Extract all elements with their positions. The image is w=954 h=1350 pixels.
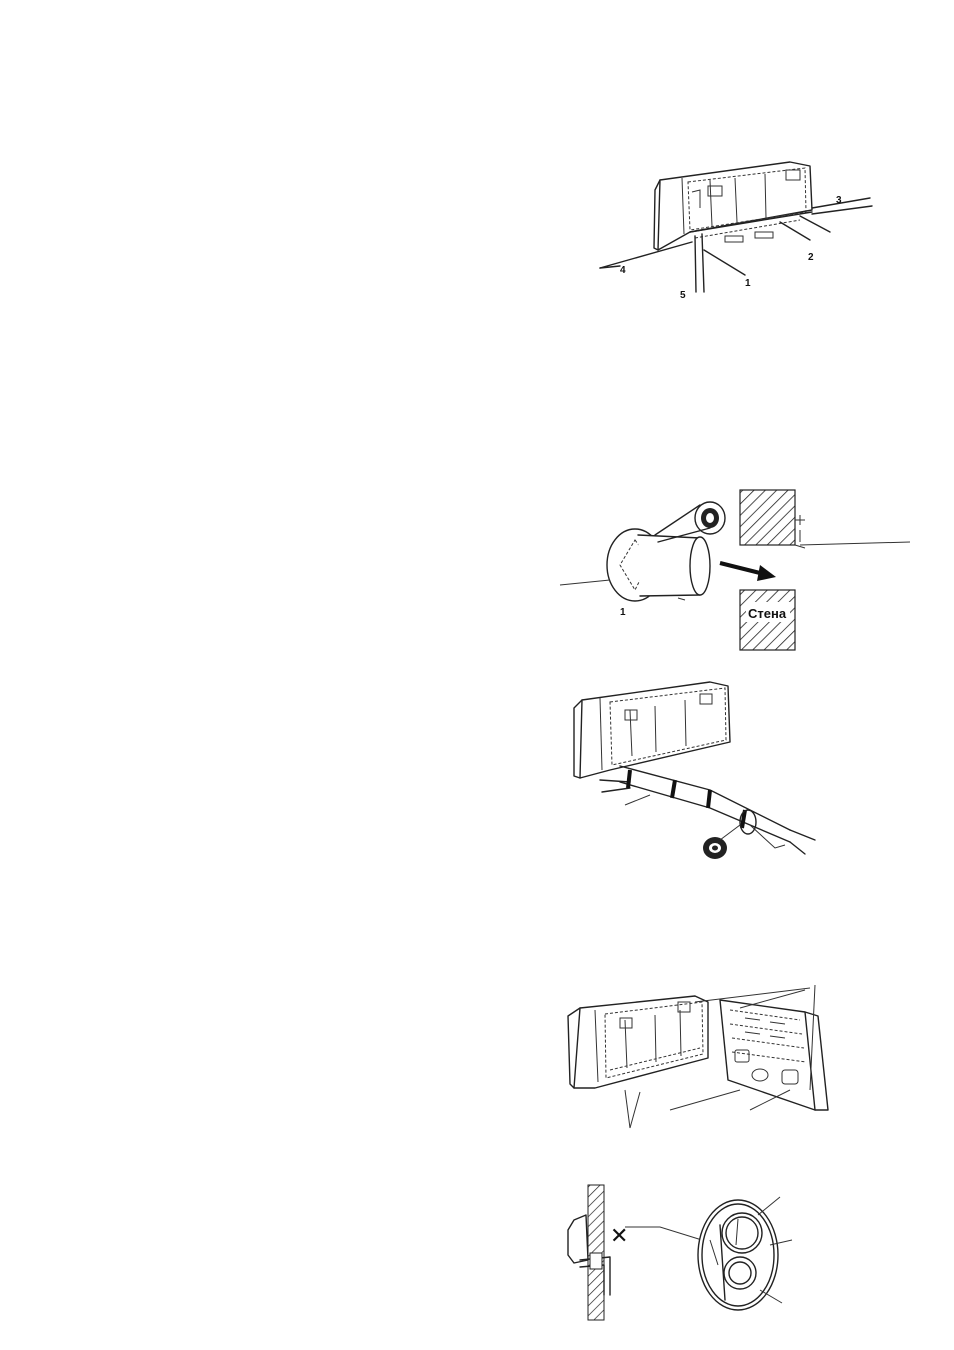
figure-pipe-section-drawing: ✕	[560, 1185, 880, 1325]
figure-unit-piping: 1 2 3 4 5	[600, 150, 890, 310]
figure-wall-sleeve: Стена 1	[560, 480, 920, 650]
wall-label: Стена	[748, 606, 787, 621]
figure-wall-sleeve-drawing: Стена 1	[560, 480, 920, 650]
callout-4: 4	[620, 265, 626, 276]
callout-1: 1	[745, 278, 751, 289]
figure-pipe-section: ✕	[560, 1185, 880, 1325]
figure-unit-piping-drawing: 1 2 3 4 5	[600, 150, 890, 310]
callout-3: 3	[836, 195, 842, 206]
figure-pipe-wrapping	[560, 670, 870, 870]
error-mark: ✕	[610, 1224, 628, 1249]
callout-5: 5	[680, 290, 686, 301]
figure-mounting-plate-drawing	[560, 980, 880, 1150]
figure-mounting-plate	[560, 980, 880, 1150]
callout-2: 2	[808, 252, 814, 263]
callout-1: 1	[620, 607, 626, 618]
figure-pipe-wrapping-drawing	[560, 670, 870, 870]
